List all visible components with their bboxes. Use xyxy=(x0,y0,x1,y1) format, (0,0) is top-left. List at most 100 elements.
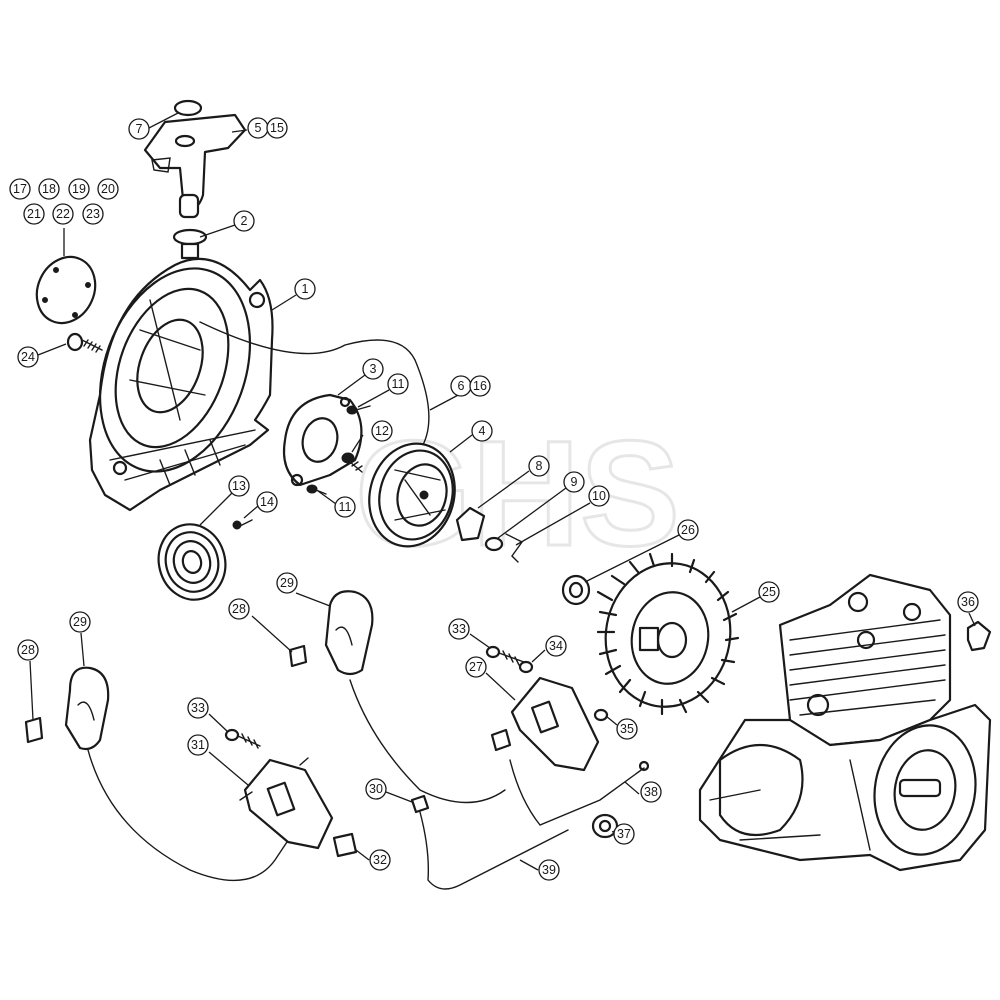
connector-right-part xyxy=(490,728,512,752)
svg-text:29: 29 xyxy=(73,615,87,629)
callout-28-left: 28 xyxy=(17,639,39,661)
rope-rotor-part xyxy=(368,442,456,548)
callout-36: 36 xyxy=(957,591,979,613)
spring-28-right-part xyxy=(288,644,308,668)
starter-rope-part xyxy=(199,321,430,451)
callout-8: 8 xyxy=(528,455,550,477)
spark-plug-boot-left-part xyxy=(64,666,110,751)
callout-29-left: 29 xyxy=(69,611,91,633)
spring-clip-part xyxy=(505,533,524,563)
svg-text:17: 17 xyxy=(13,182,27,196)
svg-text:22: 22 xyxy=(56,207,70,221)
engine-block-part xyxy=(698,573,992,872)
callout-7: 7 xyxy=(128,118,150,140)
svg-text:29: 29 xyxy=(280,576,294,590)
flywheel-part xyxy=(596,552,740,716)
callout-29-right: 29 xyxy=(276,572,298,594)
svg-text:13: 13 xyxy=(232,479,246,493)
svg-text:19: 19 xyxy=(72,182,86,196)
screw-33-right-part xyxy=(485,645,525,666)
callout-33-left: 33 xyxy=(187,697,209,719)
svg-text:3: 3 xyxy=(370,362,377,376)
wire-32-part xyxy=(332,832,358,858)
callout-18: 18 xyxy=(38,178,60,200)
callout-21: 21 xyxy=(23,203,45,225)
svg-text:26: 26 xyxy=(681,523,695,537)
svg-text:9: 9 xyxy=(571,475,578,489)
flywheel-nut-part xyxy=(561,574,591,606)
clip-36-part xyxy=(966,620,992,652)
svg-text:25: 25 xyxy=(762,585,776,599)
callout-1: 1 xyxy=(294,278,316,300)
svg-text:15: 15 xyxy=(270,121,284,135)
svg-text:11: 11 xyxy=(339,500,352,514)
svg-text:5: 5 xyxy=(255,121,262,135)
callout-25: 25 xyxy=(758,581,780,603)
svg-text:38: 38 xyxy=(644,785,658,799)
ground-wire-part xyxy=(419,811,569,890)
callout-27: 27 xyxy=(465,656,487,678)
callout-39: 39 xyxy=(538,859,560,881)
cover-plate-part xyxy=(35,255,97,325)
callout-14: 14 xyxy=(256,491,278,513)
fan-housing-part xyxy=(88,257,274,512)
housing-screw-part xyxy=(66,332,103,353)
callout-15: 15 xyxy=(266,117,288,139)
callout-9: 9 xyxy=(563,471,585,493)
screw-12-part xyxy=(341,452,363,473)
callout-10: 10 xyxy=(588,485,610,507)
svg-text:14: 14 xyxy=(260,495,274,509)
svg-text:8: 8 xyxy=(536,459,543,473)
callout-11-upper: 11 xyxy=(387,373,409,395)
ignition-lead-right-part xyxy=(349,679,506,804)
callout-35: 35 xyxy=(616,718,638,740)
svg-text:30: 30 xyxy=(369,782,383,796)
callouts: 7 5 15 17 18 19 20 21 22 23 2 1 24 3 11 … xyxy=(9,117,979,881)
callout-30: 30 xyxy=(365,778,387,800)
rewind-spring-part xyxy=(157,523,227,601)
callout-2: 2 xyxy=(233,210,255,232)
callout-17: 17 xyxy=(9,178,31,200)
spring-28-left-part xyxy=(24,716,44,744)
svg-text:11: 11 xyxy=(392,377,405,391)
svg-text:6: 6 xyxy=(458,379,465,393)
callout-6: 6 xyxy=(450,375,472,397)
svg-text:31: 31 xyxy=(191,738,205,752)
callout-38: 38 xyxy=(640,781,662,803)
washer-part xyxy=(484,536,504,552)
callout-16: 16 xyxy=(469,375,491,397)
callout-23: 23 xyxy=(82,203,104,225)
callout-34: 34 xyxy=(545,635,567,657)
screw-33-left-part xyxy=(224,728,261,749)
short-circuit-wire-part xyxy=(509,759,645,826)
svg-text:7: 7 xyxy=(136,122,143,136)
svg-text:28: 28 xyxy=(232,602,246,616)
svg-text:21: 21 xyxy=(27,207,41,221)
callout-20: 20 xyxy=(97,178,119,200)
svg-text:33: 33 xyxy=(452,622,466,636)
svg-text:27: 27 xyxy=(469,660,483,674)
callout-13: 13 xyxy=(228,475,250,497)
callout-32: 32 xyxy=(369,849,391,871)
washer-35-part xyxy=(593,708,609,722)
handle-cap-part xyxy=(173,99,203,117)
starter-grip-part xyxy=(143,99,247,219)
washer-34-part xyxy=(518,660,534,674)
svg-text:20: 20 xyxy=(101,182,115,196)
callout-11-lower: 11 xyxy=(334,496,356,518)
callout-5: 5 xyxy=(247,117,269,139)
spring-cover-part xyxy=(282,393,363,487)
callout-12: 12 xyxy=(371,420,393,442)
svg-text:36: 36 xyxy=(961,595,975,609)
svg-text:23: 23 xyxy=(86,207,100,221)
svg-text:32: 32 xyxy=(373,853,387,867)
callout-19: 19 xyxy=(68,178,90,200)
svg-text:2: 2 xyxy=(241,214,248,228)
svg-text:4: 4 xyxy=(479,424,486,438)
svg-text:10: 10 xyxy=(592,489,606,503)
connector-30-part xyxy=(410,794,430,814)
callout-33-right: 33 xyxy=(448,618,470,640)
svg-text:35: 35 xyxy=(620,722,634,736)
svg-text:18: 18 xyxy=(42,182,56,196)
